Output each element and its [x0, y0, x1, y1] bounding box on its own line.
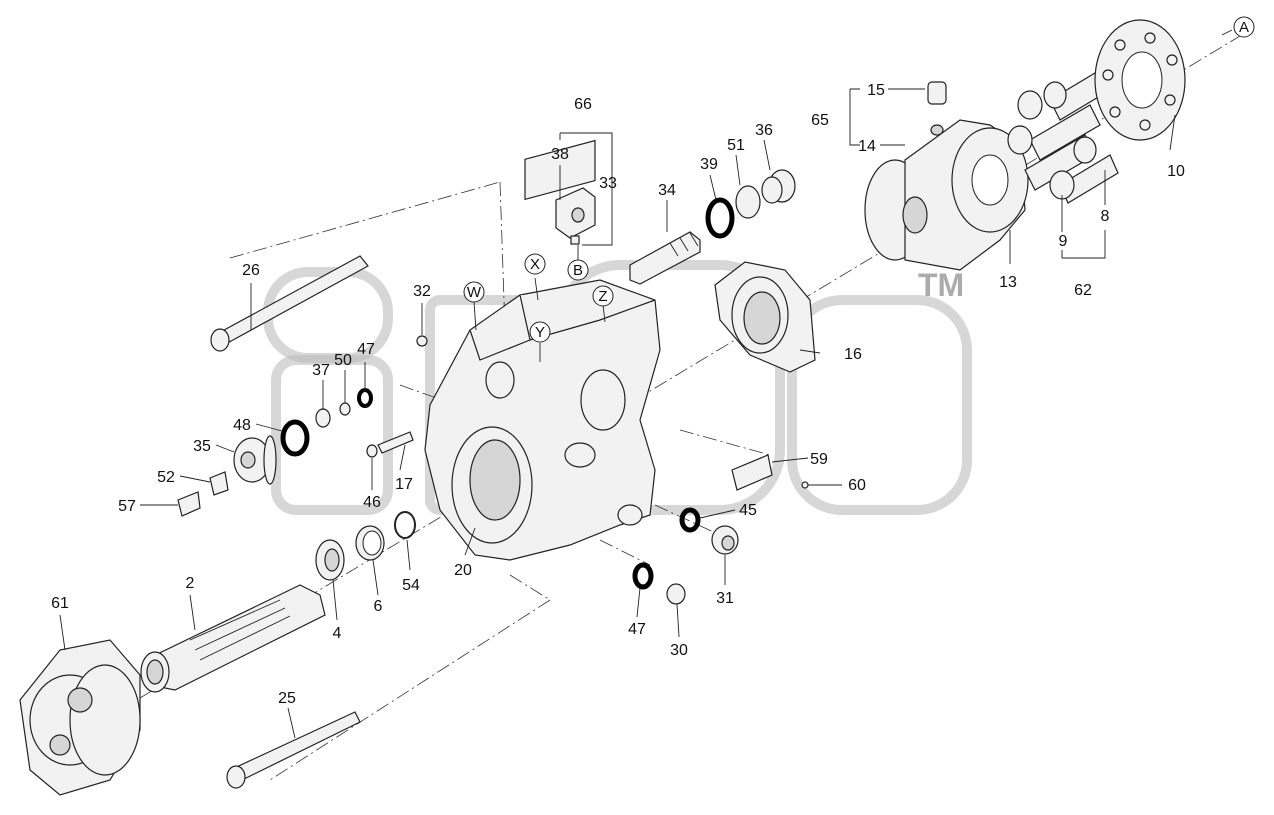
callout-26: 26 — [242, 262, 260, 279]
callout-47a: 47 — [357, 341, 375, 358]
callout-20: 20 — [454, 562, 472, 579]
callout-37: 37 — [312, 362, 330, 379]
callout-10: 10 — [1167, 163, 1185, 180]
callout-60: 60 — [848, 477, 866, 494]
callout-39: 39 — [700, 156, 718, 173]
callout-66: 66 — [574, 96, 592, 113]
pin-60 — [801, 481, 809, 489]
callout-52: 52 — [157, 469, 175, 486]
washer-6 — [355, 525, 385, 561]
callout-2: 2 — [186, 575, 195, 592]
port-markers: X B W Z Y A — [463, 16, 1255, 343]
oil-seal — [315, 539, 345, 581]
valve-plate — [714, 261, 816, 373]
callout-15: 15 — [867, 82, 885, 99]
callout-34: 34 — [658, 182, 676, 199]
o-ring-39 — [705, 197, 735, 239]
pump-housing — [424, 139, 661, 561]
callout-13: 13 — [999, 274, 1017, 291]
callout-8: 8 — [1101, 208, 1110, 225]
watermark-tm: TM — [918, 267, 964, 303]
callout-30: 30 — [670, 642, 688, 659]
callout-31: 31 — [716, 590, 734, 607]
plug-assembly — [177, 335, 428, 517]
callout-45: 45 — [739, 502, 757, 519]
washer-51 — [735, 185, 761, 219]
leader-lines — [59, 29, 1233, 739]
callout-57: 57 — [118, 498, 136, 515]
bolt-26 — [210, 255, 369, 352]
plug-30 — [666, 583, 686, 605]
view-a-label: A — [1239, 19, 1249, 36]
callout-61: 61 — [51, 595, 69, 612]
port-x-marker: X — [524, 253, 546, 275]
callout-35: 35 — [193, 438, 211, 455]
port-z-marker: Z — [592, 285, 614, 307]
callout-16: 16 — [844, 346, 862, 363]
callout-48: 48 — [233, 417, 251, 434]
callout-9: 9 — [1059, 233, 1068, 250]
end-cover — [19, 639, 141, 796]
snap-ring-54 — [394, 511, 416, 539]
drive-shaft — [140, 584, 326, 693]
callout-labels: 66 38 33 36 51 39 34 15 65 14 10 13 9 8 … — [51, 82, 1185, 707]
callout-32: 32 — [413, 283, 431, 300]
callout-33: 33 — [599, 175, 617, 192]
callout-51: 51 — [727, 137, 745, 154]
port-w-label: W — [467, 284, 482, 301]
bolt-25 — [226, 711, 361, 789]
callout-25: 25 — [278, 690, 296, 707]
port-b-label: B — [573, 262, 583, 279]
callout-36: 36 — [755, 122, 773, 139]
callout-50: 50 — [334, 352, 352, 369]
port-y-marker: Y — [529, 321, 551, 343]
swash-plate — [864, 81, 1029, 271]
port-block — [555, 187, 596, 245]
callout-6: 6 — [374, 598, 383, 615]
fitting-34 — [629, 231, 701, 285]
plug-31 — [711, 525, 739, 555]
callout-17: 17 — [395, 476, 413, 493]
port-y-label: Y — [535, 324, 545, 341]
port-w-marker: W — [463, 281, 485, 303]
callout-65: 65 — [811, 112, 829, 129]
port-b-marker: B — [567, 259, 589, 281]
port-z-label: Z — [598, 288, 607, 305]
plug-36 — [761, 169, 796, 204]
callout-47b: 47 — [628, 621, 646, 638]
callout-46: 46 — [363, 494, 381, 511]
retainer-plate — [1094, 19, 1186, 141]
callout-62: 62 — [1074, 282, 1092, 299]
pin-59 — [731, 454, 773, 491]
o-ring-45 — [679, 507, 701, 533]
callout-38: 38 — [551, 146, 569, 163]
callout-54: 54 — [402, 577, 420, 594]
callout-59: 59 — [810, 451, 828, 468]
callout-14: 14 — [858, 138, 876, 155]
view-a-marker: A — [1233, 16, 1255, 38]
o-ring-47b — [632, 562, 654, 590]
callout-4: 4 — [333, 625, 342, 642]
port-x-label: X — [530, 256, 540, 273]
